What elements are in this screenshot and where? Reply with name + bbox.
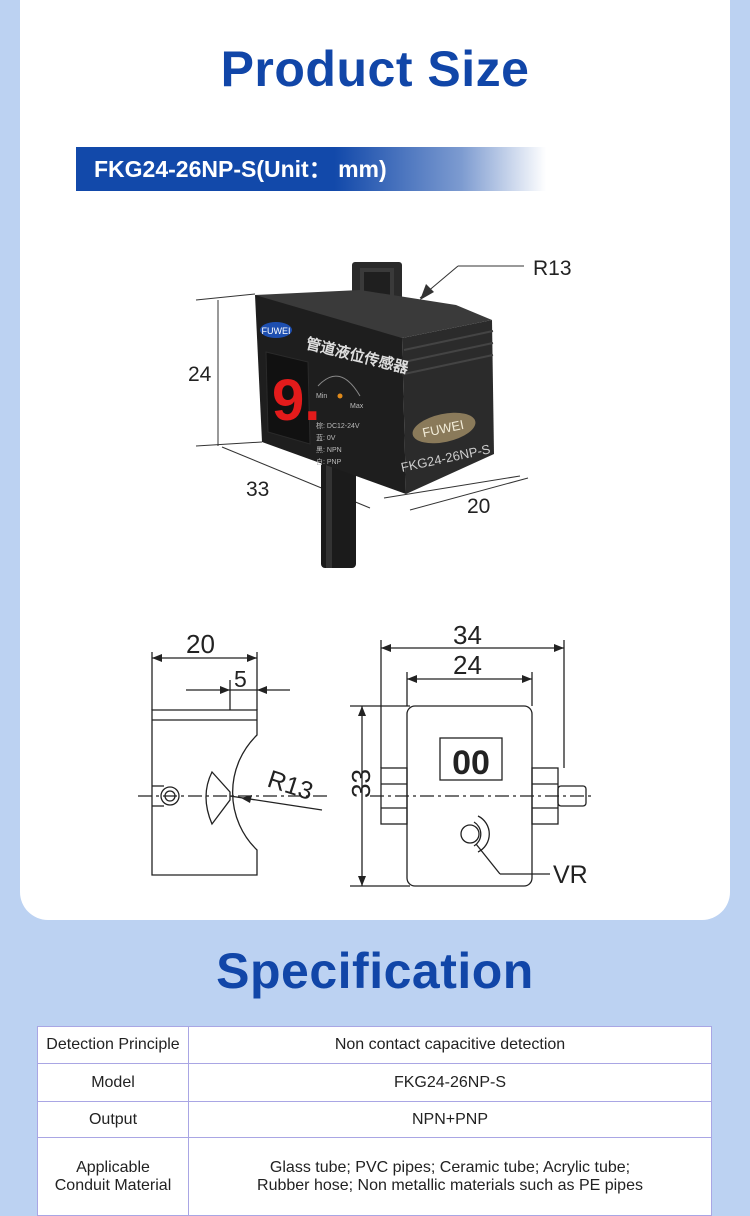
product-illustration: FUWEI 管道液位传感器 9. Min Max 棕: DC12-24V 蓝: … bbox=[188, 257, 572, 568]
knob-label: VR bbox=[553, 861, 588, 889]
side-width-label: 20 bbox=[186, 629, 215, 659]
display-digit: 9. bbox=[272, 368, 320, 433]
wiring-line-2: 蓝: 0V bbox=[316, 433, 336, 442]
specification-title: Specification bbox=[216, 943, 534, 999]
table-row: Applicable Conduit Material Glass tube; … bbox=[37, 1137, 712, 1216]
dim-depth-label: 20 bbox=[467, 495, 490, 518]
dim-height-label: 24 bbox=[188, 363, 212, 386]
technical-drawings: 00 20 5 R13 34 24 33 VR bbox=[138, 620, 594, 889]
front-display-digits: 00 bbox=[452, 744, 490, 782]
row-value-line: Glass tube; PVC pipes; Ceramic tube; Acr… bbox=[269, 1158, 631, 1176]
table-row: Model FKG24-26NP-S bbox=[37, 1063, 712, 1102]
wiring-line-4: 白: PNP bbox=[316, 457, 342, 466]
row-value-line: Rubber hose; Non metallic materials such… bbox=[257, 1176, 643, 1194]
side-radius-label: R13 bbox=[264, 765, 316, 806]
row-value: NPN+PNP bbox=[188, 1101, 712, 1138]
table-row: Output NPN+PNP bbox=[37, 1101, 712, 1138]
row-label: Detection Principle bbox=[37, 1026, 189, 1064]
front-height-label: 33 bbox=[346, 769, 376, 798]
row-label-line: Applicable bbox=[76, 1158, 150, 1176]
dim-radius-label: R13 bbox=[533, 257, 572, 280]
front-inner-width-label: 24 bbox=[453, 650, 482, 680]
specification-table: Detection Principle Non contact capaciti… bbox=[37, 1026, 712, 1216]
front-outer-width-label: 34 bbox=[453, 620, 482, 650]
gauge-max-label: Max bbox=[350, 403, 364, 410]
row-value: Non contact capacitive detection bbox=[188, 1026, 712, 1064]
product-size-title: Product Size bbox=[220, 41, 530, 97]
model-banner: FKG24-26NP-S(Unit： mm) bbox=[76, 147, 546, 191]
table-row: Detection Principle Non contact capaciti… bbox=[37, 1026, 712, 1064]
row-label: Model bbox=[37, 1063, 189, 1102]
row-value: FKG24-26NP-S bbox=[188, 1063, 712, 1102]
brand-badge: FUWEI bbox=[262, 326, 291, 336]
wiring-line-3: 黑: NPN bbox=[316, 446, 342, 454]
row-value: Glass tube; PVC pipes; Ceramic tube; Acr… bbox=[188, 1137, 712, 1216]
row-label: Output bbox=[37, 1101, 189, 1138]
row-label-line: Conduit Material bbox=[54, 1176, 172, 1194]
indicator-led bbox=[337, 393, 343, 399]
side-offset-label: 5 bbox=[234, 666, 247, 692]
dim-width-label: 33 bbox=[246, 478, 269, 501]
row-label: Applicable Conduit Material bbox=[37, 1137, 189, 1216]
gauge-min-label: Min bbox=[316, 393, 327, 400]
wiring-line-1: 棕: DC12-24V bbox=[316, 421, 360, 430]
